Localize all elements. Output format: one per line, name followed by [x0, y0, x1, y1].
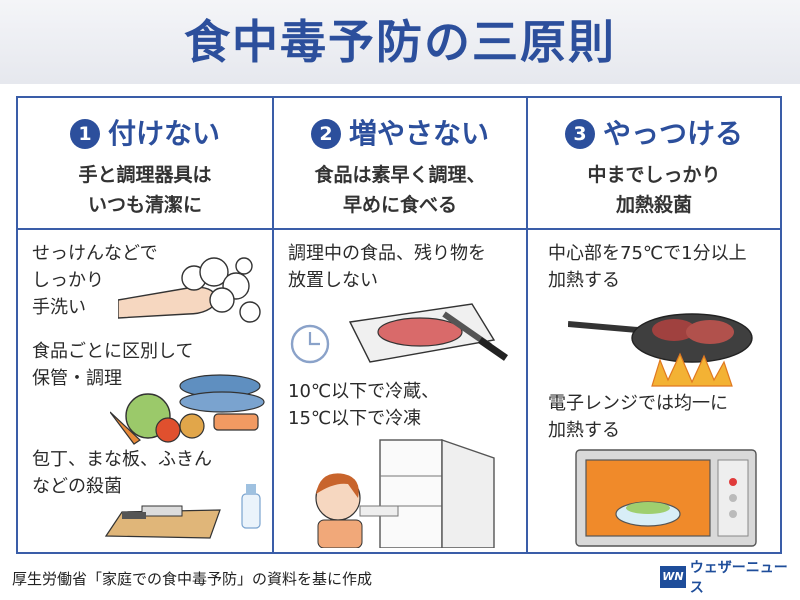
microwave-illustration — [575, 449, 757, 547]
item-line: 包丁、まな板、ふきん — [32, 449, 212, 470]
brand-logo: WN ウェザーニュース — [660, 560, 800, 596]
subtitle-line: 早めに食べる — [342, 194, 457, 216]
subtitle-line: 中までしっかり — [587, 164, 721, 186]
heading-text: やっつける — [602, 117, 743, 150]
source-note: 厚生労働省「家庭での食中毒予防」の資料を基に作成 — [12, 570, 373, 588]
column-1-body: せっけんなどで しっかり 手洗い 食品ごとに区別して 保管・調理 — [18, 230, 272, 552]
item-leftover-text: 調理中の食品、残り物を 放置しない — [288, 240, 486, 294]
number-badge: 2 — [310, 119, 341, 149]
item-line: 食品ごとに区別して — [32, 341, 194, 362]
page-title: 食中毒予防の三原則 — [184, 15, 616, 69]
item-line: しっかり — [32, 270, 104, 291]
subtitle-line: いつも清潔に — [87, 194, 202, 216]
meat-board-illustration — [290, 303, 508, 364]
item-line: 加熱する — [548, 270, 620, 291]
subtitle-line: 手と調理器具は — [78, 164, 212, 186]
item-line: 保管・調理 — [32, 368, 122, 389]
item-line: などの殺菌 — [32, 476, 122, 497]
column-3-subtitle: 中までしっかり 加熱殺菌 — [528, 160, 780, 220]
item-heat-text: 中心部を75℃で1分以上 加熱する — [548, 240, 747, 294]
item-fridge-text: 10℃以下で冷蔵、 15℃以下で冷凍 — [288, 378, 439, 432]
column-2-body: 調理中の食品、残り物を 放置しない 10℃以下で冷蔵、 15℃以下で冷凍 — [274, 230, 526, 552]
cutting-board-illustration — [104, 484, 261, 539]
item-line: 中心部を75℃で1分以上 — [548, 243, 747, 264]
item-line: せっけんなどで — [32, 243, 158, 264]
column-2-subtitle: 食品は素早く調理、 早めに食べる — [274, 160, 526, 220]
frying-pan-illustration — [568, 313, 753, 387]
item-line: 放置しない — [288, 270, 378, 291]
handwash-illustration — [118, 257, 261, 323]
fridge-illustration — [315, 439, 495, 548]
item-line: 調理中の食品、残り物を — [288, 243, 486, 264]
item-handwash-text: せっけんなどで しっかり 手洗い — [32, 240, 158, 321]
item-separate-text: 食品ごとに区別して 保管・調理 — [32, 338, 193, 392]
brand-name: ウェザーニュース — [689, 560, 788, 596]
item-sterilize-text: 包丁、まな板、ふきん などの殺菌 — [32, 446, 212, 500]
item-line: 10℃以下で冷蔵、 — [288, 381, 440, 402]
subtitle-line: 加熱殺菌 — [615, 194, 692, 216]
title-band — [0, 0, 800, 84]
brand-logo-mark: WN — [660, 566, 686, 588]
item-line: 15℃以下で冷凍 — [288, 408, 422, 429]
column-3-body: 中心部を75℃で1分以上 加熱する 電子レンジでは均一に 加熱する — [528, 230, 780, 552]
heading-text: 付けない — [107, 117, 220, 150]
food-illustration — [110, 374, 265, 445]
number-badge: 3 — [564, 119, 595, 149]
item-line: 電子レンジでは均一に — [548, 393, 728, 414]
column-1-subtitle: 手と調理器具は いつも清潔に — [18, 160, 272, 220]
item-microwave-text: 電子レンジでは均一に 加熱する — [548, 390, 728, 444]
heading-text: 増やさない — [348, 117, 489, 150]
item-line: 加熱する — [548, 420, 620, 441]
subtitle-line: 食品は素早く調理、 — [314, 164, 486, 186]
item-line: 手洗い — [32, 297, 86, 318]
number-badge: 1 — [69, 119, 100, 149]
